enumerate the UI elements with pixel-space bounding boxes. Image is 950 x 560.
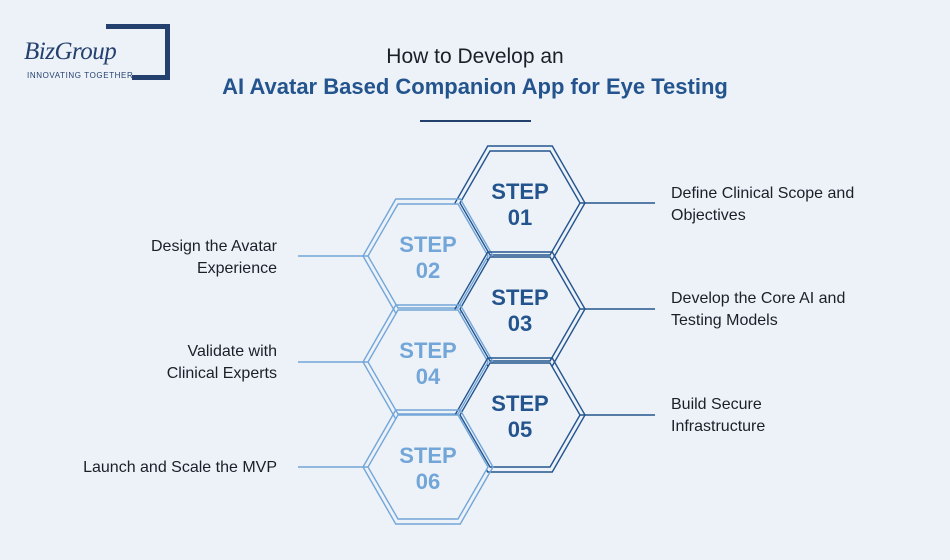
- step-01-word: STEP: [491, 179, 548, 204]
- step-03-label-line2: Testing Models: [671, 312, 778, 329]
- step-02-word: STEP: [399, 232, 456, 257]
- step-02-label-line1: Design the Avatar: [150, 238, 277, 255]
- step-02-number: 02: [416, 258, 440, 283]
- step-06-hexagon-inner: [367, 414, 489, 520]
- step-01-label: Define Clinical Scope and Objectives: [671, 183, 854, 227]
- step-04-label-line1: Validate with: [187, 343, 277, 360]
- step-05-label-line1: Build Secure: [671, 396, 762, 413]
- step-05-word: STEP: [491, 391, 548, 416]
- step-04-label: Validate with Clinical Experts: [167, 341, 277, 385]
- step-02-label: Design the Avatar Experience: [151, 236, 277, 280]
- step-01-hexagon-inner: [459, 150, 581, 256]
- step-03-label-line1: Develop the Core AI and: [671, 290, 846, 307]
- step-03-label: Develop the Core AI and Testing Models: [671, 288, 845, 332]
- step-02-label-line2: Experience: [196, 260, 277, 277]
- step-05-label-line2: Infrastructure: [671, 418, 766, 435]
- step-06-word: STEP: [399, 443, 456, 468]
- step-03-number: 03: [508, 311, 532, 336]
- step-01-label-line1: Define Clinical Scope and: [671, 185, 855, 202]
- step-06-label-line1: Launch and Scale the MVP: [83, 459, 277, 476]
- step-03-word: STEP: [491, 285, 548, 310]
- step-06-label: Launch and Scale the MVP: [83, 457, 277, 479]
- step-04-hexagon-inner: [367, 309, 489, 415]
- page-title-line2: AI Avatar Based Companion App for Eye Te…: [222, 74, 728, 99]
- logo-tagline: INNOVATING TOGETHER: [27, 71, 134, 80]
- step-01-label-line2: Objectives: [671, 207, 746, 224]
- step-04-word: STEP: [399, 338, 456, 363]
- step-06-hexagon-outer: [362, 409, 494, 525]
- step-03-hexagon-inner: [459, 256, 581, 362]
- step-04-label-line2: Clinical Experts: [166, 365, 277, 382]
- page-title-line1: How to Develop an: [386, 45, 564, 68]
- title-underline: [420, 120, 531, 122]
- step-06-number: 06: [416, 469, 440, 494]
- step-04-number: 04: [416, 364, 441, 389]
- step-02-hexagon-inner: [367, 203, 489, 309]
- bizgroup-logo: BizGroup INNOVATING TOGETHER: [20, 24, 170, 86]
- logo-wordmark: BizGroup: [24, 38, 117, 65]
- step-05-label: Build Secure Infrastructure: [671, 394, 765, 438]
- step-05-hexagon-inner: [459, 362, 581, 468]
- logo-frame-bottom: [132, 24, 170, 80]
- step-05-number: 05: [508, 417, 532, 442]
- step-01-number: 01: [508, 205, 532, 230]
